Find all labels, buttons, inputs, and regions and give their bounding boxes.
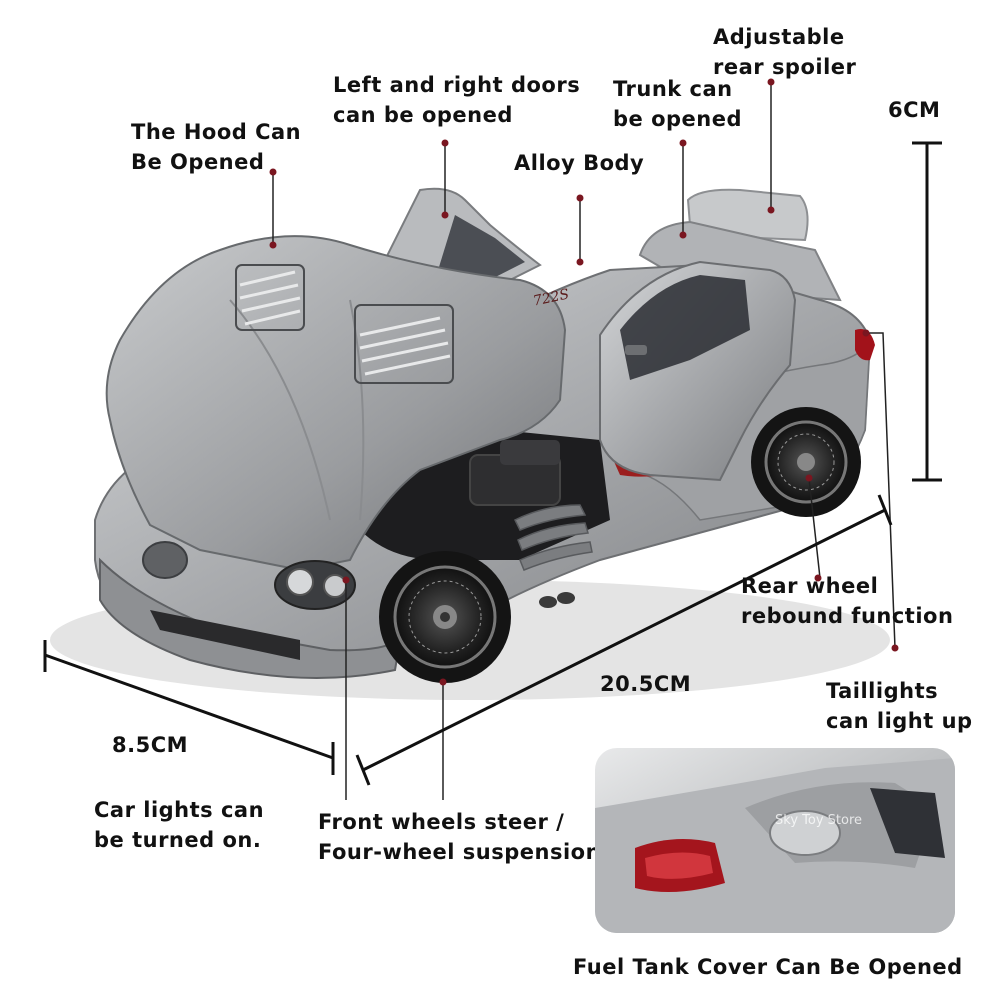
- headlight-lens: [286, 568, 314, 596]
- dimension-height: 6CM: [888, 98, 941, 122]
- rear-wheel: [751, 407, 861, 517]
- front-emblem: [142, 541, 188, 579]
- label-fuel-tank: Fuel Tank Cover Can Be Opened: [573, 955, 963, 979]
- hood-vent-frames: [235, 264, 454, 384]
- label-alloy: Alloy Body: [514, 151, 645, 175]
- right-door-window: [620, 275, 750, 380]
- taillight: [855, 329, 875, 361]
- exhaust-pipes: [539, 592, 575, 608]
- front-bumper: [99, 557, 402, 679]
- callout-dots: [269, 78, 899, 686]
- engine-cover: [500, 440, 560, 465]
- hood-crease: [229, 299, 331, 521]
- hood-vents: [239, 270, 451, 376]
- door-handle: [625, 345, 647, 355]
- dimension-lines: [43, 141, 942, 786]
- dimension-width: 8.5CM: [112, 733, 189, 757]
- front-grille: [150, 610, 300, 660]
- fuel-tank-inset: [595, 748, 955, 933]
- inset-image: [595, 748, 955, 933]
- hood: [105, 235, 567, 572]
- dimension-length: 20.5CM: [600, 672, 692, 696]
- front-wheel: [379, 551, 511, 683]
- label-front-wheels: Front wheels steer /Four-wheel suspensio…: [318, 810, 602, 864]
- watermark: Sky Toy Store: [775, 813, 863, 828]
- side-gills: [513, 504, 593, 571]
